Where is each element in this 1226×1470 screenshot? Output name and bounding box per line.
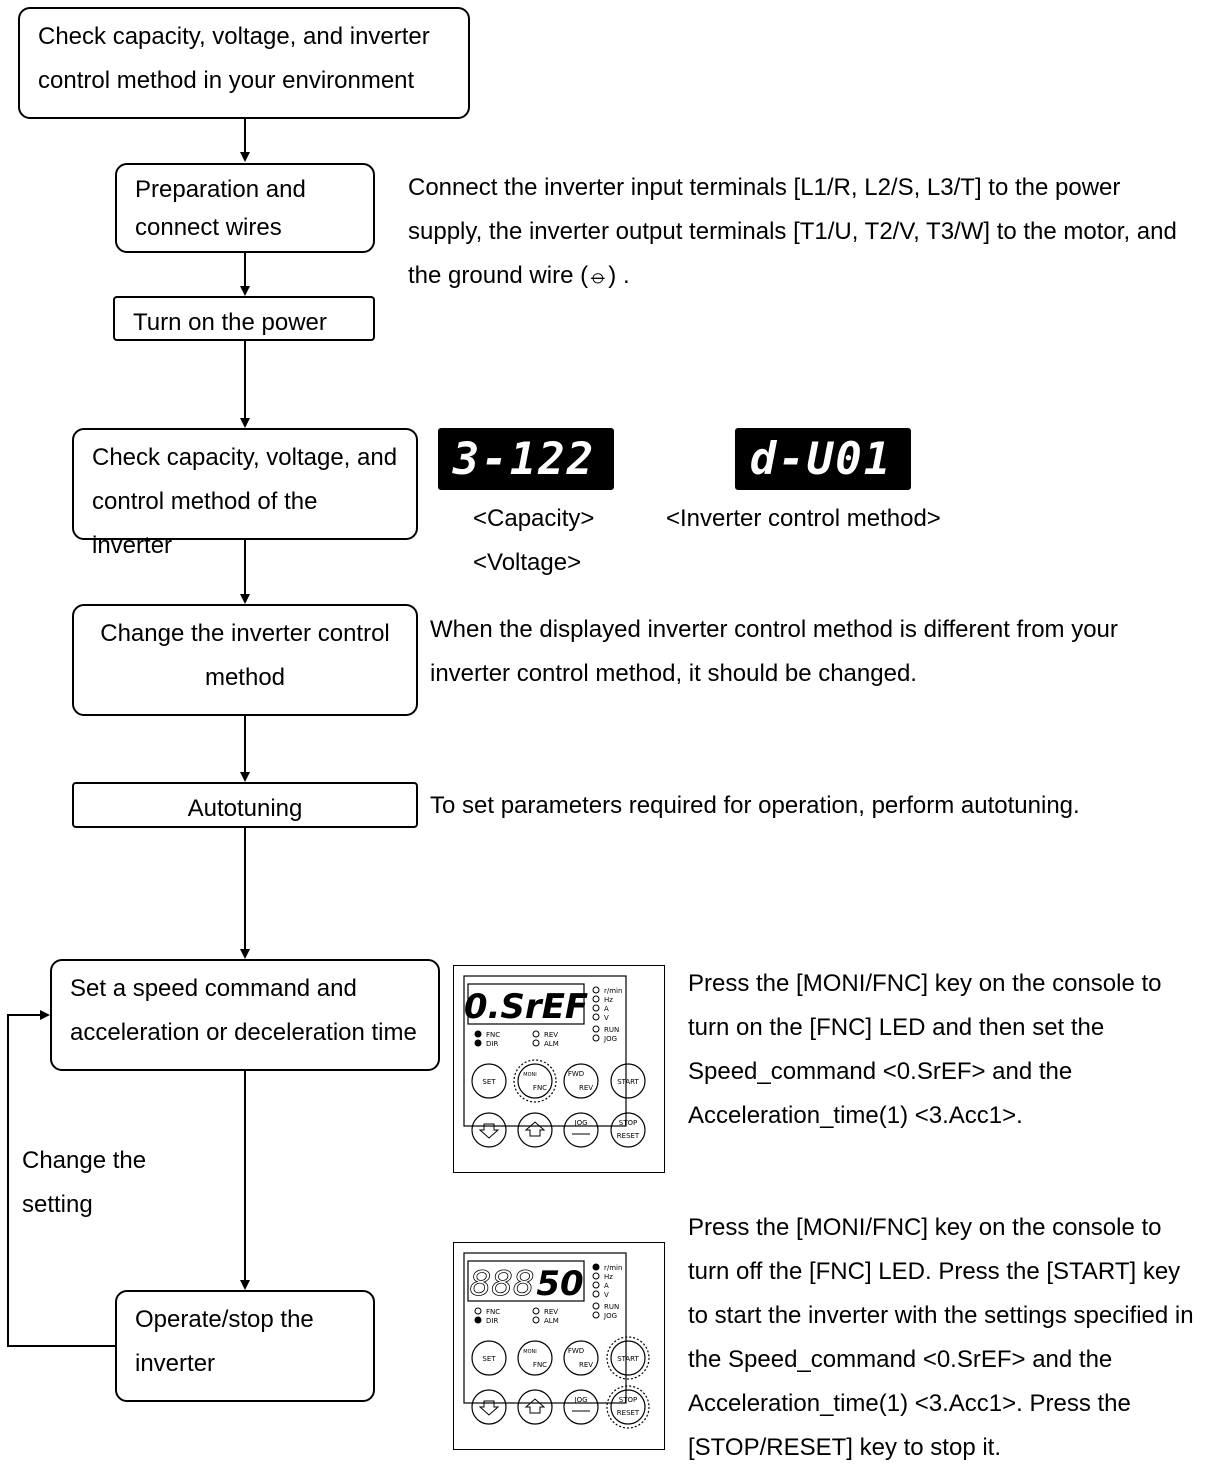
- display-control-method: d-U01: [735, 428, 911, 490]
- step-label: Check capacity, voltage, and control met…: [92, 444, 398, 559]
- down-arrow-icon: [478, 1123, 500, 1139]
- svg-text:r/min: r/min: [604, 1264, 622, 1272]
- note-autotuning: To set parameters required for operation…: [430, 792, 1080, 819]
- svg-text:Hz: Hz: [604, 996, 613, 1004]
- svg-text:FNC: FNC: [533, 1361, 547, 1369]
- caption-capacity: <Capacity>: [473, 505, 595, 532]
- note-prepare: Connect the inverter input terminals [L1…: [408, 174, 1177, 289]
- console1-display: 0.SrEF: [464, 987, 588, 1027]
- step-prepare: Preparation and connect wires: [115, 163, 375, 253]
- note-change-method: When the displayed inverter control meth…: [430, 616, 1118, 687]
- svg-text:FWD: FWD: [568, 1347, 584, 1355]
- svg-text:MONI: MONI: [523, 1072, 536, 1078]
- svg-text:RESET: RESET: [617, 1132, 640, 1140]
- svg-text:V: V: [604, 1291, 609, 1299]
- svg-text:ALM: ALM: [544, 1317, 559, 1325]
- display-method-text: d-U01: [750, 434, 892, 484]
- display-capacity: 3-122: [438, 428, 614, 490]
- svg-text:JOG: JOG: [603, 1312, 617, 1320]
- svg-text:JOG: JOG: [603, 1035, 617, 1043]
- console1-unit-leds: r/min Hz A V RUN JOG: [592, 986, 622, 1043]
- step-set-speed: Set a speed command and acceleration or …: [50, 959, 440, 1071]
- step-label: Preparation and connect wires: [135, 176, 306, 241]
- step-label: Operate/stop the inverter: [135, 1306, 314, 1377]
- svg-text:SET: SET: [482, 1355, 496, 1363]
- console2-display: 50: [536, 1264, 583, 1304]
- step-check-environment: Check capacity, voltage, and inverter co…: [18, 7, 470, 119]
- svg-text:REV: REV: [544, 1031, 558, 1039]
- svg-text:RESET: RESET: [617, 1409, 640, 1417]
- svg-text:RUN: RUN: [604, 1303, 619, 1311]
- svg-text:REV: REV: [544, 1308, 558, 1316]
- step-label: Check capacity, voltage, and inverter co…: [38, 23, 430, 94]
- svg-text:FNC: FNC: [533, 1084, 547, 1092]
- svg-text:FNC: FNC: [486, 1031, 500, 1039]
- svg-text:Hz: Hz: [604, 1273, 613, 1281]
- step-autotuning: Autotuning: [72, 782, 418, 828]
- svg-text:DIR: DIR: [486, 1317, 498, 1325]
- svg-text:REV: REV: [579, 1084, 593, 1092]
- up-arrow-icon: [524, 1121, 546, 1137]
- step-operate: Operate/stop the inverter: [115, 1290, 375, 1402]
- svg-text:JOG: JOG: [574, 1396, 588, 1404]
- caption-control-method: <Inverter control method>: [666, 505, 941, 532]
- console2-status-leds: FNC DIR REV ALM: [474, 1307, 559, 1325]
- loop-label: Change the setting: [22, 1147, 147, 1218]
- console2-unit-leds: r/min Hz A V RUN JOG: [592, 1263, 622, 1320]
- console2-blank-digits: 888: [470, 1264, 535, 1304]
- svg-text:FNC: FNC: [486, 1308, 500, 1316]
- svg-text:DIR: DIR: [486, 1040, 498, 1048]
- arrow-loop-back: [7, 1010, 118, 1347]
- step-power-on: Turn on the power: [113, 296, 375, 341]
- display-capacity-text: 3-122: [452, 434, 595, 484]
- down-arrow-icon: [478, 1400, 500, 1416]
- svg-text:A: A: [604, 1282, 609, 1290]
- console-panel-1: 0.SrEF r/min Hz A V RUN JOG FNC DIR REV …: [453, 965, 665, 1173]
- svg-text:RUN: RUN: [604, 1026, 619, 1034]
- svg-text:V: V: [604, 1014, 609, 1022]
- svg-text:ALM: ALM: [544, 1040, 559, 1048]
- step-label: Autotuning: [187, 795, 303, 822]
- svg-text:SET: SET: [482, 1078, 496, 1086]
- step-label: Change the inverter control method: [100, 620, 390, 691]
- step-label: Turn on the power: [133, 309, 327, 336]
- svg-text:A: A: [604, 1005, 609, 1013]
- svg-text:MONI: MONI: [523, 1349, 536, 1355]
- caption-voltage: <Voltage>: [473, 549, 582, 576]
- svg-text:START: START: [617, 1355, 639, 1363]
- step-check-inverter: Check capacity, voltage, and control met…: [72, 428, 418, 559]
- console-panel-2: 888 50 r/min Hz A V RUN JOG FNC DIR REV …: [453, 1242, 665, 1450]
- svg-text:r/min: r/min: [604, 987, 622, 995]
- svg-text:JOG: JOG: [574, 1119, 588, 1127]
- console1-keys: SET MONI FNC FWD REV START JOG STOP RESE…: [482, 1070, 640, 1140]
- svg-text:FWD: FWD: [568, 1070, 584, 1078]
- note-set-speed: Press the [MONI/FNC] key on the console …: [688, 970, 1162, 1129]
- step-label: Set a speed command and acceleration or …: [70, 975, 417, 1046]
- note-operate: Press the [MONI/FNC] key on the console …: [688, 1214, 1194, 1461]
- svg-text:START: START: [617, 1078, 639, 1086]
- console2-keys: SET MONI FNC FWD REV START JOG STOP RESE…: [482, 1347, 640, 1417]
- svg-text:REV: REV: [579, 1361, 593, 1369]
- console1-status-leds: FNC DIR REV ALM: [474, 1030, 559, 1048]
- svg-text:STOP: STOP: [619, 1119, 637, 1127]
- step-change-method: Change the inverter control method: [72, 604, 418, 716]
- svg-text:STOP: STOP: [619, 1396, 637, 1404]
- up-arrow-icon: [524, 1398, 546, 1414]
